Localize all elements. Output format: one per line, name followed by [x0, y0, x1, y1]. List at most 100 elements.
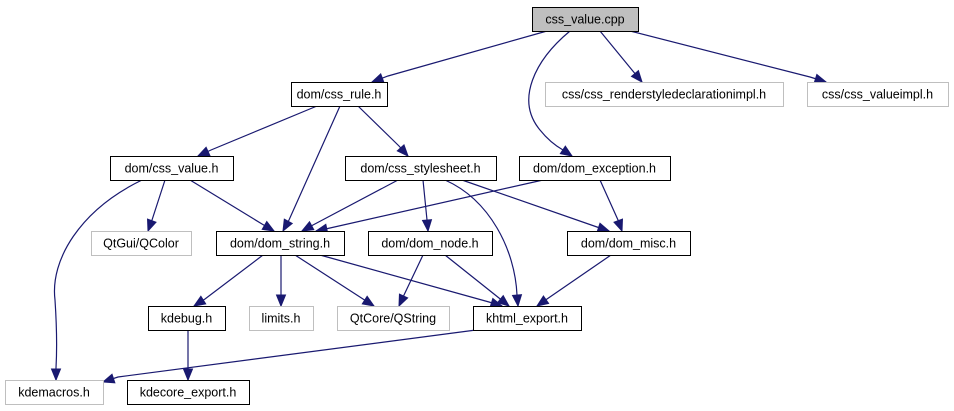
node-box: [291, 82, 388, 107]
node-box: [148, 306, 226, 331]
edge-dom_css_stylesheet_h-to-dom_dom_node_h: [421, 179, 433, 233]
node-box: [807, 82, 949, 107]
node-dom-dom-exception-h[interactable]: dom/dom_exception.h: [519, 156, 671, 181]
node-kdebug-h[interactable]: kdebug.h: [148, 306, 226, 331]
node-label: dom/dom_node.h: [381, 237, 478, 251]
edge-line: [282, 105, 341, 232]
arrowhead-icon: [275, 294, 287, 308]
node-box: [567, 231, 691, 256]
arrowhead-icon: [630, 69, 643, 84]
node-dom-css-stylesheet-h[interactable]: dom/css_stylesheet.h: [345, 156, 497, 181]
node-box: [519, 156, 671, 181]
node-dom-css-rule-h[interactable]: dom/css_rule.h: [291, 82, 388, 107]
node-box: [345, 156, 497, 181]
edge-line: [371, 30, 548, 83]
arrowhead-icon: [398, 293, 409, 308]
edge-dom_css_rule_h-to-dom_css_stylesheet_h: [357, 105, 409, 157]
node-dom-dom-node-h[interactable]: dom/dom_node.h: [368, 231, 493, 256]
node-box: [216, 231, 345, 256]
node-box: [473, 306, 582, 331]
arrowhead-icon: [559, 145, 574, 157]
node-label: css/css_valueimpl.h: [822, 88, 933, 102]
edge-khtml_export_h-to-kdemacros_h: [101, 329, 477, 384]
edge-line: [528, 30, 573, 157]
node-css-valueimpl-h: css/css_valueimpl.h: [807, 82, 949, 107]
node-label: dom/css_value.h: [125, 162, 219, 176]
arrowhead-icon: [182, 368, 194, 382]
node-label: dom/dom_misc.h: [581, 237, 676, 251]
arrowhead-icon: [496, 294, 511, 307]
node-box: [337, 306, 450, 331]
node-limits-h: limits.h: [249, 306, 314, 331]
node-box: [110, 156, 234, 181]
node-label: khtml_export.h: [486, 312, 568, 326]
edge-dom_css_rule_h-to-dom_dom_string_h: [282, 105, 341, 233]
edge-line: [189, 179, 275, 232]
node-label: kdemacros.h: [18, 386, 90, 400]
arrowhead-icon: [613, 218, 623, 233]
edge-line: [197, 105, 318, 157]
arrowhead-icon: [50, 368, 62, 382]
edge-dom_css_value_h-to-qtgui_qcolor: [147, 179, 166, 233]
edge-dom_dom_string_h-to-limits_h: [275, 255, 287, 308]
edge-css_value_cpp-to-dom_css_rule_h: [370, 30, 548, 83]
edge-line: [193, 254, 264, 307]
edge-dom_css_value_h-to-dom_dom_string_h: [189, 179, 276, 232]
node-kdemacros-h: kdemacros.h: [5, 380, 104, 405]
arrowhead-icon: [196, 146, 211, 157]
arrowhead-icon: [261, 220, 276, 232]
node-label: QtCore/QString: [350, 312, 436, 326]
edge-line: [536, 254, 612, 307]
arrowhead-icon: [370, 73, 385, 83]
node-box: [127, 380, 250, 405]
node-dom-css-value-h[interactable]: dom/css_value.h: [110, 156, 234, 181]
edge-dom_css_stylesheet_h-to-dom_dom_string_h: [300, 179, 399, 232]
node-dom-dom-string-h[interactable]: dom/dom_string.h: [216, 231, 345, 256]
arrowhead-icon: [596, 222, 611, 233]
edge-line: [629, 30, 827, 83]
node-box: [91, 231, 192, 256]
node-css-value-cpp: css_value.cpp: [532, 7, 639, 32]
node-khtml-export-h[interactable]: khtml_export.h: [473, 306, 582, 331]
edge-line: [461, 179, 610, 232]
edge-dom_css_stylesheet_h-to-dom_dom_misc_h: [461, 179, 611, 233]
node-label: dom/css_rule.h: [297, 88, 382, 102]
arrowhead-icon: [396, 143, 409, 157]
edge-dom_css_rule_h-to-dom_css_value_h: [196, 105, 318, 157]
node-dom-dom-misc-h[interactable]: dom/dom_misc.h: [567, 231, 691, 256]
edge-dom_dom_node_h-to-qtcore_qstring: [398, 254, 424, 308]
node-label: kdebug.h: [161, 312, 212, 326]
arrowhead-icon: [282, 218, 294, 233]
edge-css_value_cpp-to-dom_dom_exception_h: [528, 30, 574, 157]
edge-line: [102, 329, 477, 383]
edge-dom_dom_node_h-to-khtml_export_h: [444, 254, 511, 307]
edge-dom_css_value_h-to-kdemacros_h: [50, 179, 143, 382]
arrowhead-icon: [535, 295, 550, 307]
node-label: dom/dom_exception.h: [533, 162, 656, 176]
edge-css_value_cpp-to-css_valueimpl_h: [629, 30, 828, 84]
node-box: [532, 7, 639, 32]
node-label: QtGui/QColor: [103, 237, 179, 251]
nodes-layer: css_value.cpp dom/css_rule.h css/css_rende…: [5, 7, 949, 405]
node-label: dom/dom_string.h: [230, 237, 330, 251]
node-box: [5, 380, 104, 405]
edge-line: [444, 179, 519, 307]
edge-dom_css_stylesheet_h-to-khtml_export_h: [444, 179, 523, 308]
edge-dom_dom_string_h-to-kdebug_h: [192, 254, 264, 307]
node-kdecore-export-h[interactable]: kdecore_export.h: [127, 380, 250, 405]
arrowhead-icon: [813, 73, 828, 84]
edge-line: [294, 254, 375, 307]
arrowhead-icon: [192, 295, 207, 307]
edge-dom_dom_misc_h-to-khtml_export_h: [535, 254, 612, 307]
node-box: [249, 306, 314, 331]
arrowhead-icon: [300, 220, 315, 232]
arrowhead-icon: [361, 295, 376, 307]
arrowhead-icon: [101, 373, 116, 384]
arrowhead-icon: [421, 219, 433, 233]
node-label: kdecore_export.h: [140, 386, 237, 400]
node-box: [545, 82, 784, 107]
node-label: css/css_renderstyledeclarationimpl.h: [562, 88, 766, 102]
node-label: limits.h: [262, 312, 301, 326]
arrowhead-icon: [511, 294, 523, 308]
